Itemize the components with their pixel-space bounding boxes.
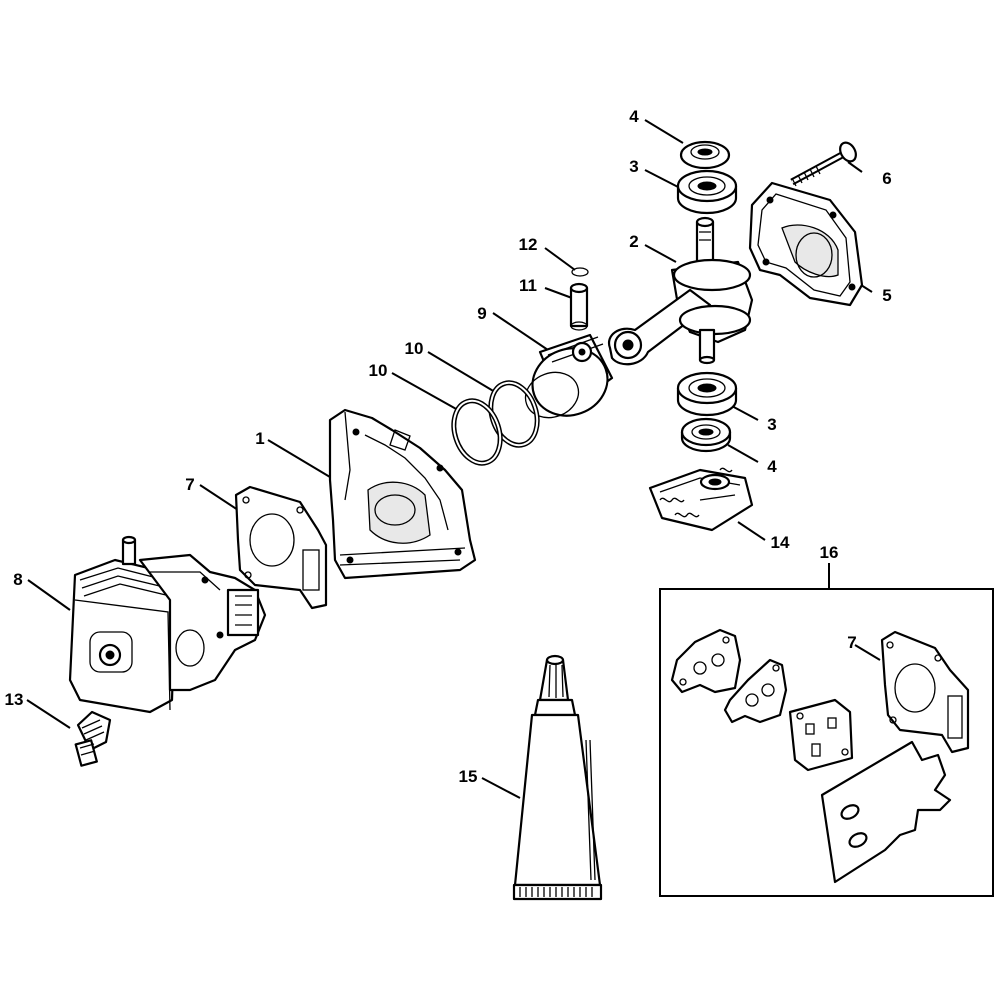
part-labels: 4 3 2 6 5 12 11 9 10 10 1 7 8 13 3 4 14 … <box>5 107 892 786</box>
label-gasket-set: 16 <box>820 543 839 562</box>
label-bearing-upper: 3 <box>629 157 638 176</box>
piston <box>524 333 614 419</box>
label-piston-pin: 11 <box>519 276 537 295</box>
leader-lines <box>26 119 881 799</box>
label-spark-plug: 13 <box>5 690 24 709</box>
label-seal-upper: 4 <box>629 107 639 126</box>
label-clutch: 14 <box>771 533 790 552</box>
seal-upper <box>679 140 731 170</box>
label-ring-a: 10 <box>405 339 424 358</box>
label-cylinder: 8 <box>13 570 22 589</box>
label-screw: 6 <box>882 169 891 188</box>
label-gasket-kit-item: 7 <box>847 633 856 652</box>
crankcase <box>328 408 477 580</box>
sealant-tube <box>512 654 603 901</box>
piston-rings <box>451 380 540 466</box>
label-crankshaft: 2 <box>629 232 638 251</box>
piston-pin <box>569 282 589 331</box>
bearing-lower <box>676 371 738 417</box>
label-sealant-tube: 15 <box>459 767 478 786</box>
spark-plug <box>74 710 112 767</box>
label-cover: 5 <box>882 286 891 305</box>
cylinder <box>68 535 267 714</box>
label-crankcase: 1 <box>255 429 264 448</box>
seal-lower <box>680 417 732 453</box>
crankshaft <box>607 216 754 366</box>
crankcase-cover <box>748 181 864 307</box>
label-seal-lower: 4 <box>767 457 777 476</box>
label-bearing-lower: 3 <box>767 415 776 434</box>
label-piston: 9 <box>477 304 486 323</box>
cylinder-gasket <box>234 485 328 610</box>
label-ring-b: 10 <box>369 361 388 380</box>
bearing-upper <box>676 169 738 215</box>
gasket-set-box <box>659 588 994 897</box>
circlip <box>571 267 589 277</box>
clutch <box>648 467 754 532</box>
screw <box>790 141 857 187</box>
label-cylinder-gasket: 7 <box>185 475 194 494</box>
label-circlip: 12 <box>519 235 538 254</box>
